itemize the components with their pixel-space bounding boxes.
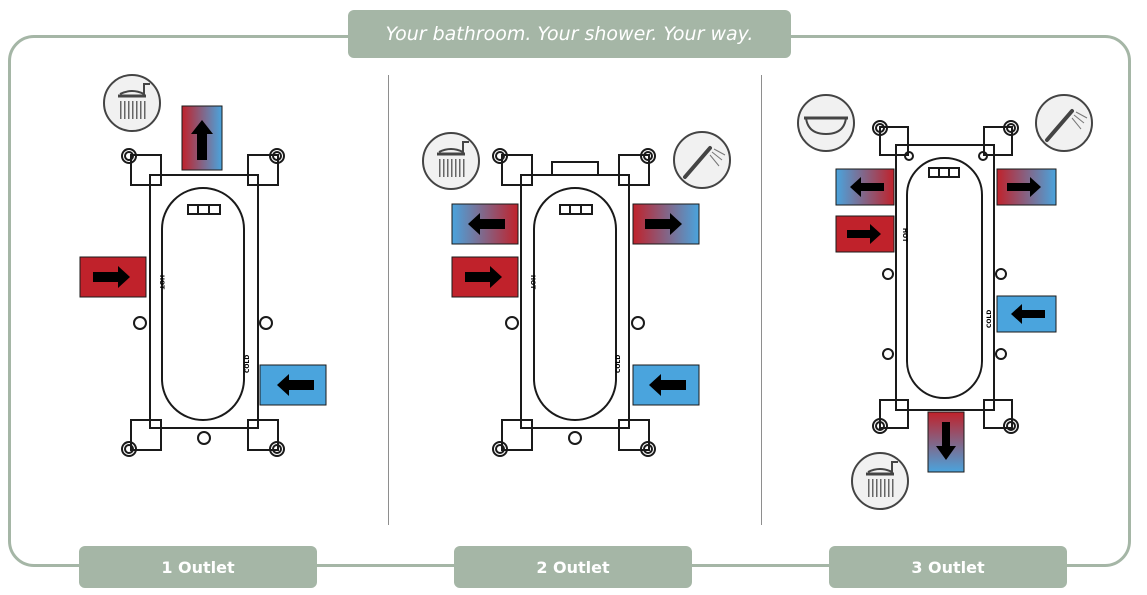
arrow-down-icon xyxy=(936,422,956,460)
arrow-left-icon xyxy=(850,177,884,197)
arrow-up-icon xyxy=(191,120,213,160)
arrow-left-icon xyxy=(649,374,686,396)
cold-label: COLD xyxy=(986,310,993,328)
tab-3-outlet[interactable]: 3 Outlet xyxy=(829,546,1067,588)
rain-shower-icon xyxy=(851,452,909,510)
tab-2-outlet[interactable]: 2 Outlet xyxy=(454,546,692,588)
column-divider-1 xyxy=(388,75,389,525)
column-divider-2 xyxy=(761,75,762,525)
arrow-right-icon xyxy=(93,266,130,288)
arrow-right-icon xyxy=(1007,177,1041,197)
tab-1-outlet[interactable]: 1 Outlet xyxy=(79,546,317,588)
valve-body-3 xyxy=(872,120,1019,434)
arrow-right-icon xyxy=(847,224,881,244)
hand-shower-icon xyxy=(673,131,731,189)
hot-label: HOT xyxy=(901,228,908,243)
hot-label: HOT xyxy=(529,275,536,290)
arrow-left-icon xyxy=(277,374,314,396)
cold-label: COLD xyxy=(615,355,622,373)
valve-body-2 xyxy=(492,148,656,457)
arrow-left-icon xyxy=(1011,304,1045,324)
arrow-right-icon xyxy=(645,213,682,235)
valve-body-1 xyxy=(121,148,285,457)
arrow-right-icon xyxy=(465,266,502,288)
cold-label: COLD xyxy=(244,355,251,373)
rain-shower-icon xyxy=(422,132,480,190)
arrow-left-icon xyxy=(468,213,505,235)
bath-tub-icon xyxy=(797,94,855,152)
hand-shower-icon xyxy=(1035,94,1093,152)
headline-banner: Your bathroom. Your shower. Your way. xyxy=(348,10,791,58)
rain-shower-icon xyxy=(103,74,161,132)
hot-label: HOT xyxy=(158,275,165,290)
